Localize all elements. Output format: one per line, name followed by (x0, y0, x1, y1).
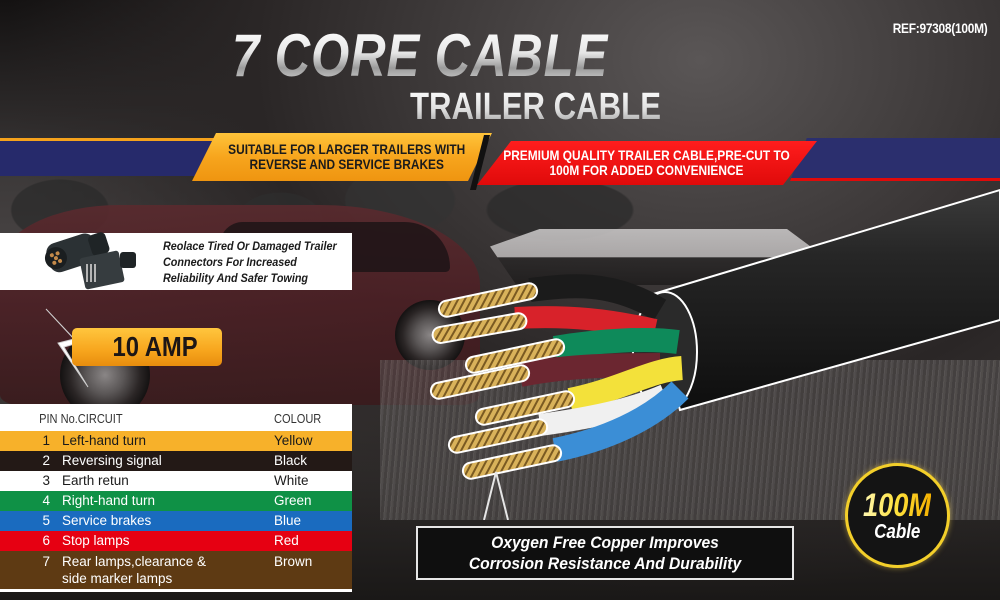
circuit-name: Right-hand turn (62, 493, 156, 508)
amp-rating-badge: 10 AMP (72, 328, 222, 366)
callout-pointer (483, 471, 509, 520)
copper-callout-text: Oxygen Free Copper Improves Corrosion Re… (468, 533, 742, 573)
ribbon-premium-quality: PREMIUM QUALITY TRAILER CABLE,PRE-CUT TO… (477, 141, 817, 185)
circuit-name: Reversing signal (62, 453, 162, 468)
table-row: 6 Stop lamps Red (0, 531, 352, 551)
page-title: 7 CORE CABLE (232, 22, 609, 89)
table-row: 3 Earth retun White (0, 471, 352, 491)
wire-colour: Black (274, 453, 308, 468)
wire-colour: Brown (274, 554, 313, 569)
ribbon-left-blue (0, 138, 230, 176)
pin-circuit-table: PIN No.CIRCUIT COLOUR 1 Left-hand turn Y… (0, 404, 352, 592)
wire-colour: Yellow (274, 433, 313, 448)
pin-number: 1 (42, 433, 50, 448)
wire-colour: Green (274, 493, 312, 508)
table-row: 7 Rear lamps,clearance & side marker lam… (0, 551, 352, 589)
ribbon-premium-quality-text: PREMIUM QUALITY TRAILER CABLE,PRE-CUT TO… (503, 147, 791, 178)
table-row: 1 Left-hand turn Yellow (0, 431, 352, 451)
trailer-plug-connector-icon (44, 232, 136, 290)
length-label: Cable (874, 520, 921, 543)
circuit-name: Service brakes (62, 513, 152, 528)
header-colour: COLOUR (274, 411, 322, 426)
amp-rating-label: 10 AMP (112, 331, 198, 362)
circuit-name: Earth retun (62, 473, 129, 488)
table-row: 2 Reversing signal Black (0, 451, 352, 471)
pin-number: 4 (42, 493, 50, 508)
pin-number: 6 (42, 533, 50, 548)
ribbon-suitable-for-text: SUITABLE FOR LARGER TRAILERS WITH REVERS… (227, 141, 465, 172)
connector-panel-text: Reolace Tired Or Damaged Trailer Connect… (163, 239, 337, 285)
ribbon-suitable-for: SUITABLE FOR LARGER TRAILERS WITH REVERS… (192, 133, 492, 181)
pin-number: 5 (42, 513, 50, 528)
length-badge: 100M Cable (845, 463, 950, 568)
circuit-name: Stop lamps (62, 533, 130, 548)
table-row: 5 Service brakes Blue (0, 511, 352, 531)
circuit-name: Rear lamps,clearance & side marker lamps (62, 554, 207, 586)
circuit-name: Left-hand turn (62, 433, 147, 448)
pin-number: 7 (42, 554, 50, 569)
page-subtitle: TRAILER CABLE (410, 86, 662, 128)
wire-colour: Red (274, 533, 299, 548)
seven-core-cable-icon (429, 188, 1000, 480)
copper-callout: Oxygen Free Copper Improves Corrosion Re… (416, 526, 794, 580)
ribbon-right-blue (790, 138, 1000, 181)
pin-number: 3 (42, 473, 50, 488)
wire-colour: Blue (274, 513, 302, 528)
length-value: 100M (863, 486, 932, 523)
pin-number: 2 (42, 453, 50, 468)
wire-colour: White (274, 473, 309, 488)
table-header: PIN No.CIRCUIT COLOUR (0, 404, 352, 431)
reference-code: REF:97308(100M) (892, 20, 987, 36)
table-row: 4 Right-hand turn Green (0, 491, 352, 511)
header-pin-circuit: PIN No.CIRCUIT (39, 411, 123, 426)
